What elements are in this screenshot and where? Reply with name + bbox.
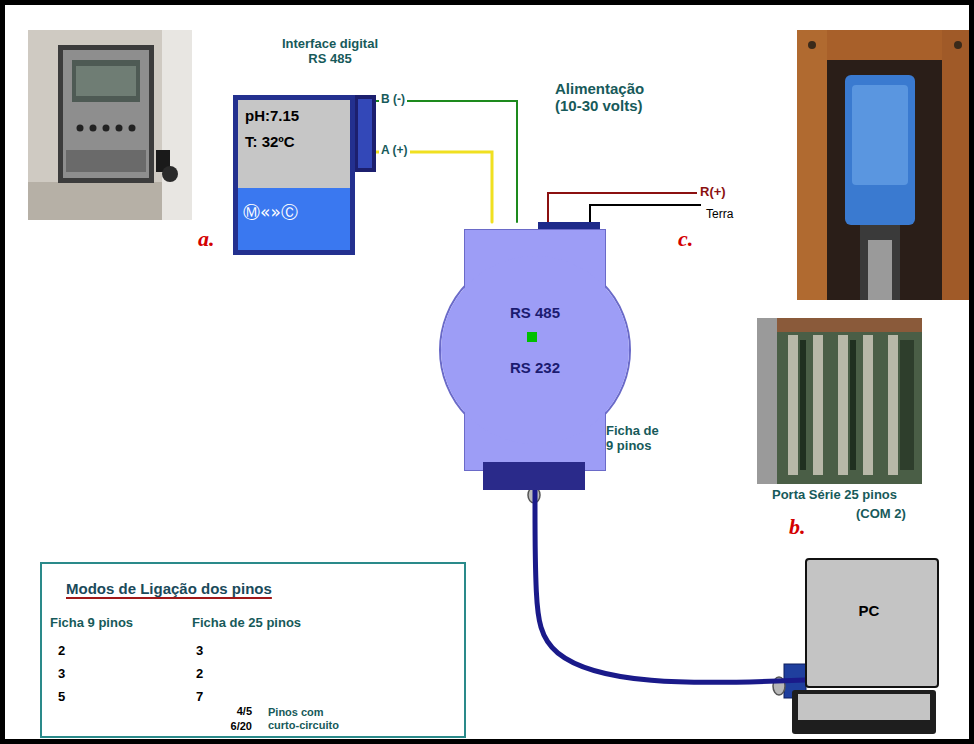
photo-ph-meter	[162, 166, 178, 182]
rs485-terminal	[358, 99, 372, 168]
port-label: (COM 2)	[856, 507, 906, 522]
display-text: T: 32ºC	[245, 133, 295, 150]
table-title: Modos de Ligação dos pinos	[66, 580, 272, 597]
column-heading: Ficha de 25 pinos	[192, 616, 301, 631]
connector-label: Ficha de 9 pinos	[606, 424, 664, 454]
port-label: Porta Série 25 pinos	[772, 488, 897, 503]
photo-converter	[808, 41, 816, 49]
device-keypad	[238, 188, 350, 250]
photo-ph-meter	[116, 125, 123, 132]
converter-label: RS 485	[440, 304, 630, 321]
status-led	[527, 332, 537, 342]
node-shape	[440, 222, 630, 490]
photo-ph-meter	[90, 125, 97, 132]
frame	[3, 3, 972, 742]
photo-converter	[827, 60, 942, 300]
photo-serial-board	[757, 318, 922, 332]
pin-table-box: Modos de Ligação dos pinosFicha 9 pinos F…	[40, 562, 466, 738]
device-heading: Interface digital RS 485	[277, 37, 383, 67]
photo-serial-board	[757, 318, 777, 484]
photo-ph-meter	[28, 30, 192, 220]
wire-label: A (+)	[379, 144, 410, 158]
photo-serial-board	[838, 335, 848, 475]
power-label: Alimentação (10-30 volts)	[555, 80, 665, 115]
device-screen	[238, 100, 350, 188]
callout-letter: a.	[198, 226, 215, 251]
pc-base	[798, 694, 930, 720]
db9-connector	[483, 462, 585, 490]
photo-serial-board	[888, 335, 898, 475]
converter-label: RS 232	[440, 359, 630, 376]
callout-letter: b.	[789, 514, 806, 539]
pc-label: PC	[807, 602, 931, 619]
photo-serial-board	[863, 335, 873, 475]
photo-serial-board	[788, 335, 798, 475]
display-text: pH:7.15	[245, 107, 299, 124]
photo-serial-board	[800, 340, 806, 470]
photo-converter	[954, 41, 962, 49]
photo-converter	[797, 30, 974, 300]
photo-converter	[797, 30, 974, 300]
pin-number: 5	[58, 690, 65, 705]
pc-monitor: PC	[805, 558, 939, 688]
wire-b	[376, 101, 517, 222]
wire-a	[376, 152, 492, 222]
pin-number: 2	[196, 667, 203, 682]
pc-base	[792, 690, 936, 734]
power-wire	[548, 193, 701, 222]
photo-serial-board	[850, 340, 856, 470]
wire-label: Terra	[706, 208, 733, 222]
device-housing	[233, 95, 355, 255]
device-drawing	[233, 95, 376, 255]
note-text: Pinos com curto-circuito	[268, 706, 354, 731]
pin-number: 7	[196, 690, 203, 705]
photo-ph-meter	[162, 30, 192, 220]
pin-number: 3	[58, 667, 65, 682]
callout-letter: c.	[678, 226, 693, 251]
pin-number: 3	[196, 644, 203, 659]
photo-serial-board	[900, 340, 914, 470]
photo-converter	[868, 240, 892, 300]
photo-ph-meter	[58, 45, 154, 183]
photo-serial-board	[757, 318, 922, 484]
rs485-terminal	[355, 95, 376, 172]
photo-ph-meter	[129, 125, 136, 132]
converter-body	[441, 256, 629, 444]
photo-ph-meter	[28, 30, 192, 220]
converter-drawing	[440, 222, 630, 490]
photo-ph-meter	[76, 66, 136, 96]
photo-ph-meter	[72, 60, 140, 102]
device-box: Interface digital RS 485pH:7.15T: 32ºCⓂ«…	[233, 95, 376, 255]
power-wire	[548, 193, 697, 222]
cable-plug	[528, 487, 806, 698]
pc-base	[792, 690, 936, 734]
button-symbols: Ⓜ«»Ⓒ	[243, 203, 298, 223]
pin-number: 4/5	[237, 705, 252, 718]
photo-ph-meter	[103, 125, 110, 132]
column-heading: Ficha 9 pinos	[50, 616, 133, 631]
photo-serial-board	[757, 318, 922, 484]
photo-converter	[852, 85, 908, 185]
wire-label: R(+)	[700, 185, 726, 200]
pin-number: 6/20	[231, 720, 252, 733]
pin-number: 2	[58, 644, 65, 659]
power-wire	[590, 205, 701, 222]
photo-converter	[797, 30, 827, 300]
converter-box: RS 485 RS 232	[440, 222, 630, 490]
photo-converter	[845, 75, 915, 225]
photo-ph-meter	[77, 125, 84, 132]
photo-converter	[860, 225, 900, 300]
photo-serial-board	[813, 335, 823, 475]
photo-ph-meter	[63, 50, 149, 178]
wire-label: B (-)	[379, 93, 407, 107]
serial-cable	[535, 490, 805, 682]
photo-ph-meter	[66, 150, 146, 172]
